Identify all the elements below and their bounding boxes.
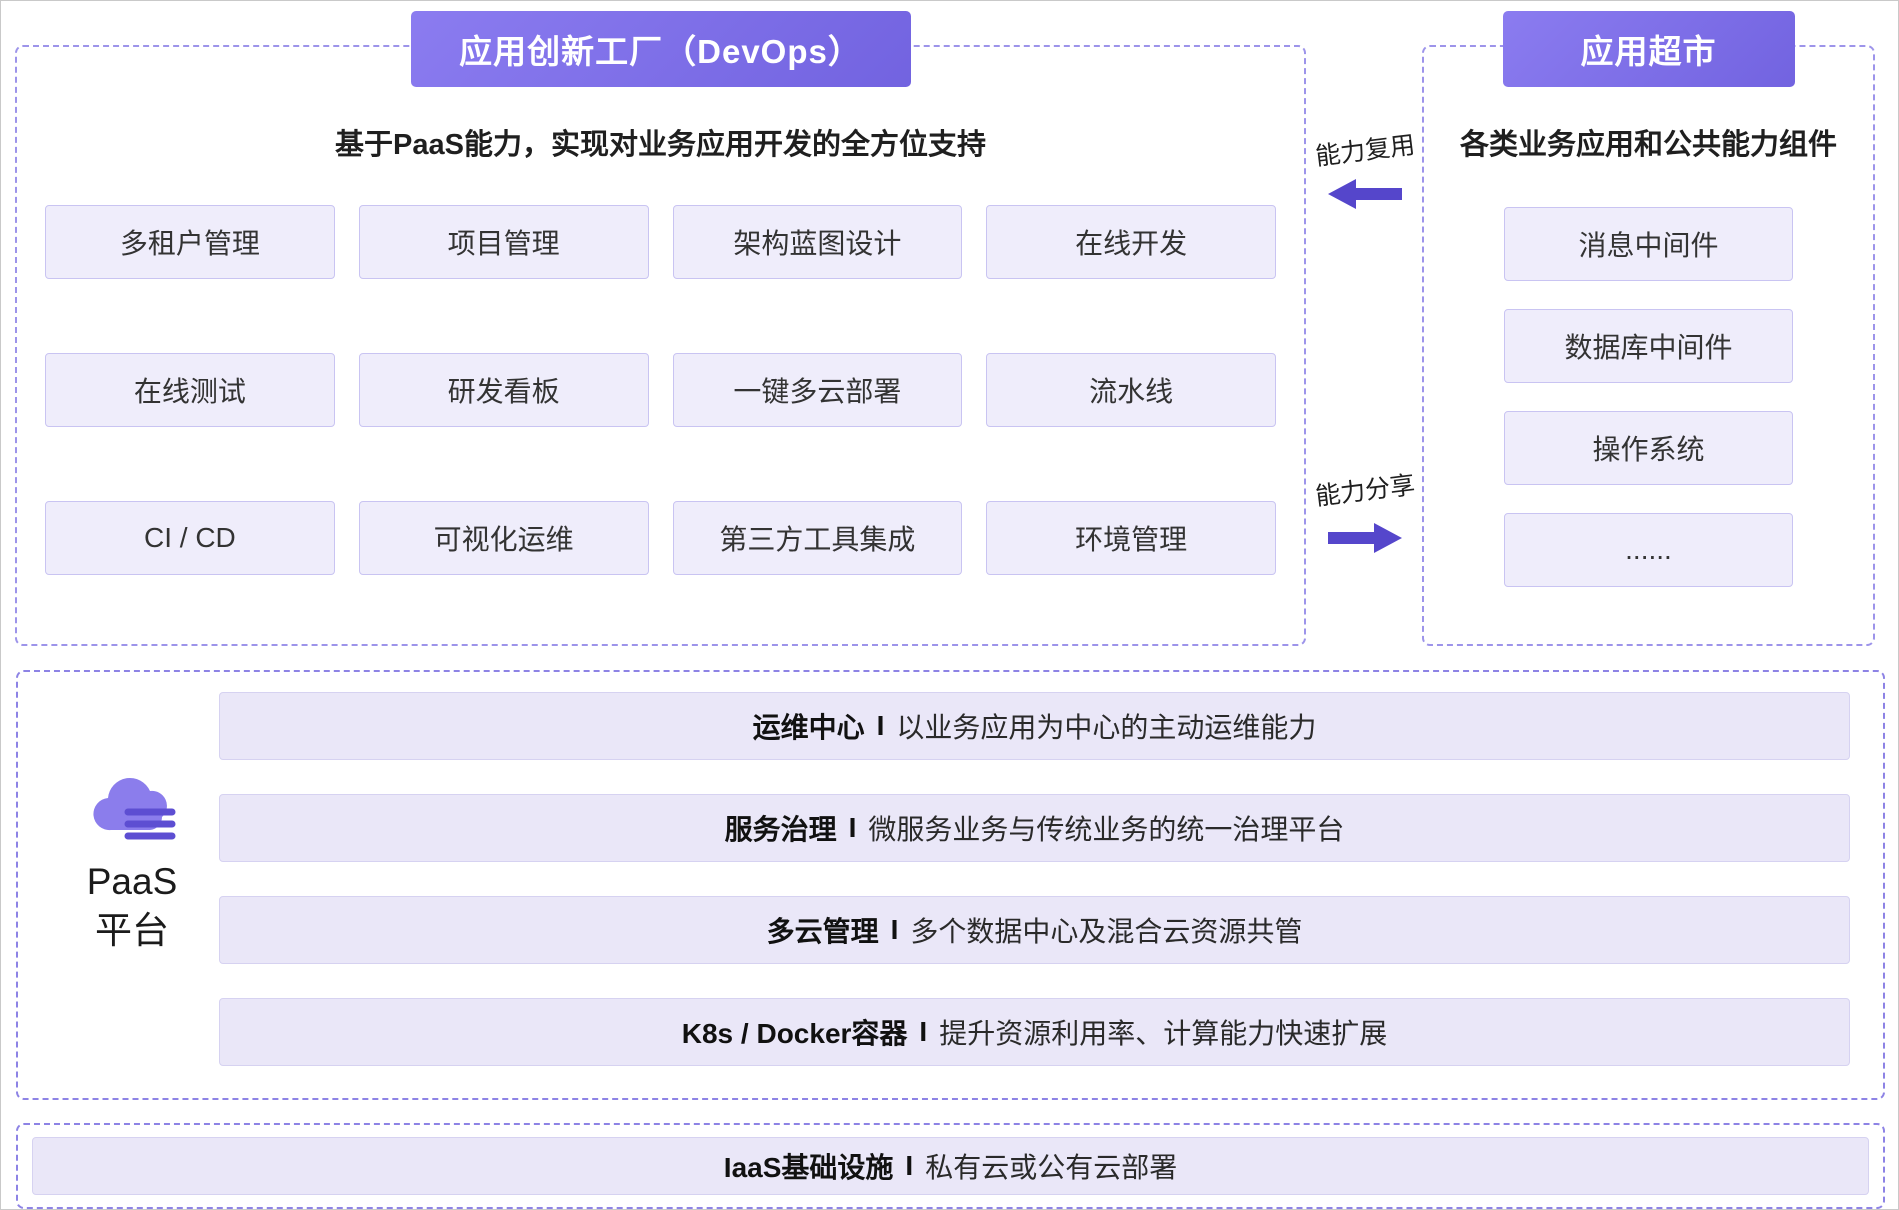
devops-subtitle: 基于PaaS能力，实现对业务应用开发的全方位支持	[335, 129, 986, 161]
paas-bar-ops-center: 运维中心 I 以业务应用为中心的主动运维能力	[219, 692, 1850, 760]
devops-cell: CI / CD	[45, 501, 335, 575]
bar-separator: I	[848, 812, 857, 843]
bar-separator: I	[876, 710, 885, 741]
paas-capability-bars: 运维中心 I 以业务应用为中心的主动运维能力 服务治理 I 微服务业务与传统业务…	[219, 692, 1850, 1066]
bar-description: 以业务应用为中心的主动运维能力	[896, 712, 1317, 743]
capability-reuse-flow: 能力复用	[1295, 131, 1435, 211]
devops-cell: 研发看板	[358, 353, 649, 427]
devops-cell: 环境管理	[986, 501, 1276, 575]
bar-description: 私有云或公有云部署	[925, 1152, 1178, 1183]
bar-separator: I	[905, 1150, 914, 1181]
app-market-section: 应用超市 各类业务应用和公共能力组件 消息中间件 数据库中间件 操作系统 ...…	[1422, 11, 1875, 646]
iaas-section: IaaS基础设施 I 私有云或公有云部署	[16, 1123, 1885, 1209]
iaas-bar: IaaS基础设施 I 私有云或公有云部署	[32, 1137, 1869, 1195]
devops-cell: 流水线	[986, 353, 1276, 427]
devops-cell: 第三方工具集成	[672, 501, 963, 575]
paas-bar-service-governance: 服务治理 I 微服务业务与传统业务的统一治理平台	[219, 794, 1850, 862]
paas-bar-k8s-docker: K8s / Docker容器 I 提升资源利用率、计算能力快速扩展	[219, 998, 1850, 1066]
app-market-title: 应用超市	[1580, 33, 1717, 70]
bar-title: 服务治理	[724, 814, 837, 845]
cloud-icon	[93, 777, 176, 840]
paas-name-line2: 平台	[95, 909, 169, 951]
bar-title: 多云管理	[766, 916, 879, 947]
devops-cell: 架构蓝图设计	[672, 205, 963, 279]
app-market-list: 消息中间件 数据库中间件 操作系统 ......	[1504, 207, 1793, 587]
bar-description: 多个数据中心及混合云资源共管	[910, 916, 1303, 947]
app-market-item: ......	[1504, 513, 1793, 587]
devops-cell: 在线开发	[986, 205, 1276, 279]
devops-cell: 项目管理	[358, 205, 649, 279]
bar-title: K8s / Docker容器	[681, 1018, 908, 1049]
app-market-item: 操作系统	[1504, 411, 1793, 485]
devops-cell: 多租户管理	[45, 205, 335, 279]
capability-reuse-label: 能力复用	[1313, 130, 1417, 171]
bar-description: 提升资源利用率、计算能力快速扩展	[939, 1018, 1388, 1049]
bar-description: 微服务业务与传统业务的统一治理平台	[868, 814, 1345, 845]
app-market-item: 消息中间件	[1504, 207, 1793, 281]
capability-share-label: 能力分享	[1313, 470, 1417, 511]
devops-cell: 在线测试	[45, 353, 335, 427]
app-market-subtitle: 各类业务应用和公共能力组件	[1459, 129, 1837, 161]
arrow-right-icon	[1328, 523, 1402, 553]
paas-bar-multicloud-management: 多云管理 I 多个数据中心及混合云资源共管	[219, 896, 1850, 964]
bar-title: 运维中心	[752, 712, 865, 743]
bar-separator: I	[890, 914, 899, 945]
app-market-item: 数据库中间件	[1504, 309, 1793, 383]
app-market-banner: 应用超市	[1502, 11, 1795, 87]
devops-cell: 可视化运维	[358, 501, 649, 575]
bar-title: IaaS基础设施	[723, 1152, 894, 1183]
paas-platform-section: PaaS 平台 运维中心 I 以业务应用为中心的主动运维能力 服务治理 I 微服…	[16, 670, 1885, 1100]
capability-share-flow: 能力分享	[1295, 471, 1435, 555]
devops-banner: 应用创新工厂（DevOps）	[410, 11, 911, 87]
devops-title: 应用创新工厂（DevOps）	[459, 33, 862, 70]
arrow-left-icon	[1328, 179, 1402, 209]
bar-separator: I	[919, 1016, 928, 1047]
devops-cell: 一键多云部署	[672, 353, 963, 427]
devops-grid: 多租户管理 项目管理 架构蓝图设计 在线开发 在线测试 研发看板 一键多云部署 …	[45, 205, 1276, 575]
paas-name-line1: PaaS	[86, 861, 178, 902]
devops-section: 应用创新工厂（DevOps） 基于PaaS能力，实现对业务应用开发的全方位支持 …	[15, 11, 1306, 646]
paas-platform-label-block: PaaS 平台	[46, 772, 218, 956]
